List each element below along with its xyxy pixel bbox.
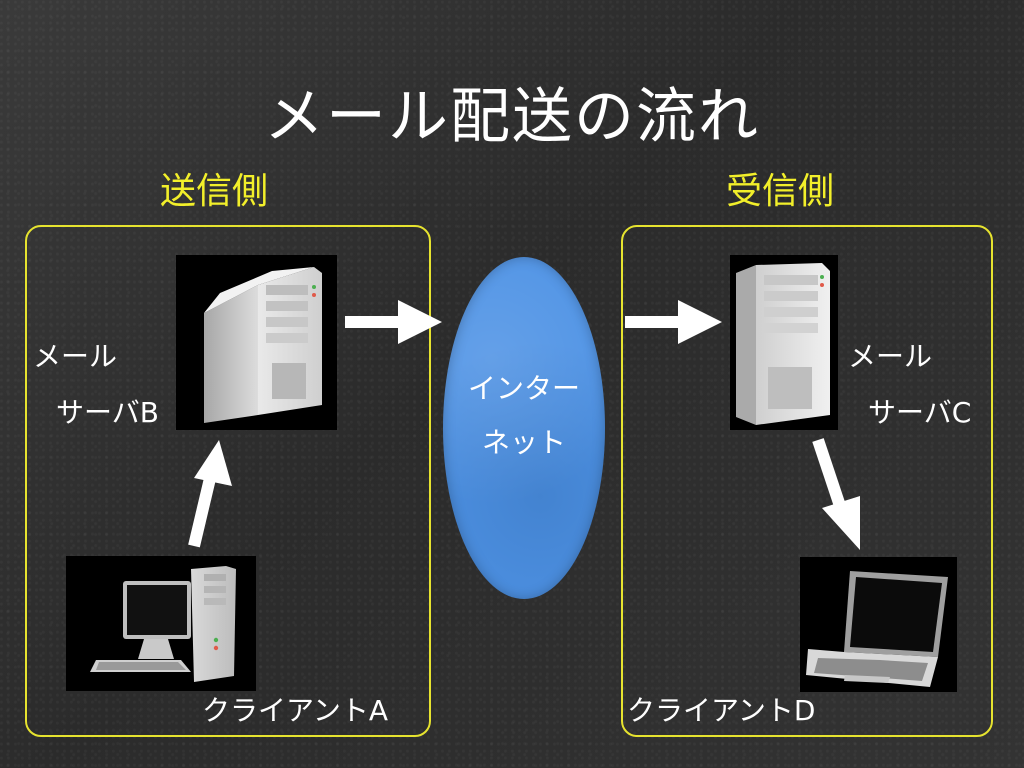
server-c-image	[730, 255, 838, 430]
receiver-side-label: 受信側	[726, 171, 835, 212]
arrow-server-c-to-client-d	[812, 438, 860, 550]
server-b-label-line2: サーバB	[56, 396, 159, 429]
laptop-icon	[806, 571, 948, 687]
client-d-label: クライアントD	[627, 694, 816, 727]
server-b-label-line1: メール	[33, 340, 118, 373]
slide-title: メール配送の流れ	[264, 82, 760, 152]
server-c-label-line2: サーバC	[868, 396, 972, 429]
tower-server-icon	[204, 267, 322, 423]
client-a-label: クライアントA	[202, 694, 389, 727]
client-a-image	[66, 556, 256, 691]
client-d-image	[800, 557, 957, 692]
sender-side-label: 送信側	[160, 171, 269, 212]
receiver-group-box	[621, 225, 993, 737]
arrow-client-a-to-server-b	[188, 440, 232, 548]
server-b-image	[176, 255, 337, 430]
arrow-server-b-to-internet	[345, 300, 442, 344]
internet-label-line1: インター	[467, 372, 580, 405]
sender-group-box	[25, 225, 431, 737]
internet-label-line2: ネット	[481, 426, 566, 459]
tower-server-icon	[736, 263, 830, 425]
desktop-computer-icon	[90, 566, 236, 682]
server-c-label-line1: メール	[848, 340, 933, 373]
arrow-internet-to-server-c	[625, 300, 722, 344]
internet-cloud	[443, 257, 605, 599]
